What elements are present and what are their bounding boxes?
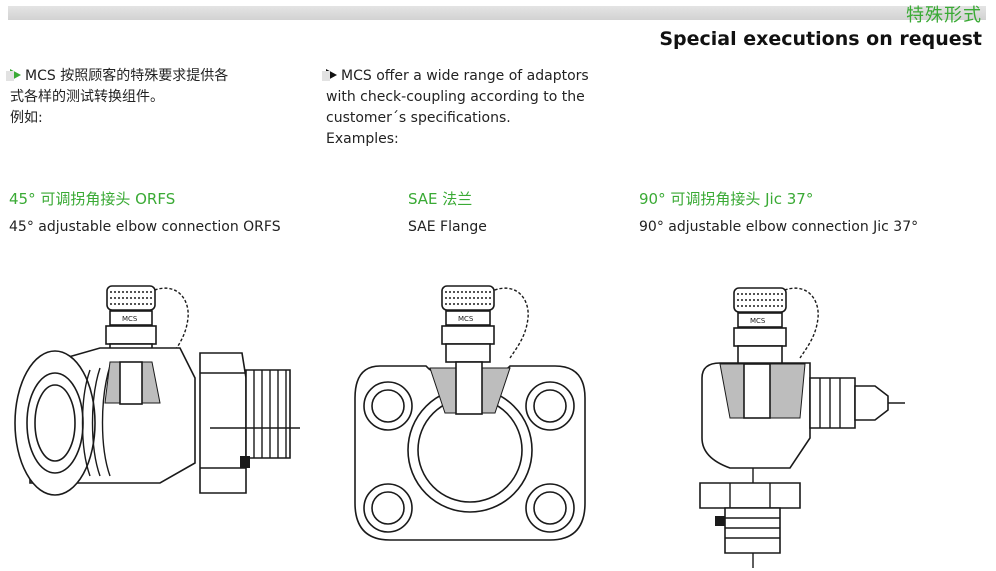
intro-zh: MCS 按照顾客的特殊要求提供各 式各样的测试转换组件。 例如: [6, 66, 229, 129]
intro-zh-line-2: 式各样的测试转换组件。 [10, 89, 164, 105]
intro-zh-text-1: MCS 按照顾客的特殊要求提供各 [25, 68, 229, 84]
intro-en-line-1: MCS offer a wide range of adaptors [322, 66, 589, 87]
intro-en-line-3: customer´s specifications. [326, 110, 511, 126]
header-bar [8, 6, 986, 20]
item-title-zh-orfs: 45° 可调拐角接头 ORFS [9, 190, 176, 208]
intro-en: MCS offer a wide range of adaptors with … [322, 66, 589, 150]
intro-zh-line-3: 例如: [10, 110, 43, 126]
intro-en-text-1: MCS offer a wide range of adaptors [341, 68, 589, 84]
intro-en-line-4: Examples: [326, 131, 399, 147]
mcs-label: MCS [122, 315, 138, 323]
mcs-label: MCS [750, 317, 766, 325]
item-title-zh-sae: SAE 法兰 [408, 190, 473, 208]
play-triangle-icon [322, 66, 341, 87]
elbow-orfs-drawing: MCS [14, 285, 300, 496]
mcs-label: MCS [458, 315, 474, 323]
header-title-zh: 特殊形式 [906, 5, 982, 26]
elbow-jic-drawing: MCS [699, 287, 905, 568]
header-title-en: Special executions on request [659, 28, 982, 50]
item-title-zh-jic: 90° 可调拐角接头 Jic 37° [639, 190, 814, 208]
intro-zh-line-1: MCS 按照顾客的特殊要求提供各 [6, 66, 229, 87]
sae-flange-drawing: MCS [354, 285, 586, 541]
intro-en-line-2: with check-coupling according to the [326, 89, 585, 105]
item-title-en-orfs: 45° adjustable elbow connection ORFS [9, 219, 281, 235]
item-title-en-jic: 90° adjustable elbow connection Jic 37° [639, 219, 919, 235]
item-title-en-sae: SAE Flange [408, 219, 487, 235]
play-triangle-icon [6, 66, 25, 87]
